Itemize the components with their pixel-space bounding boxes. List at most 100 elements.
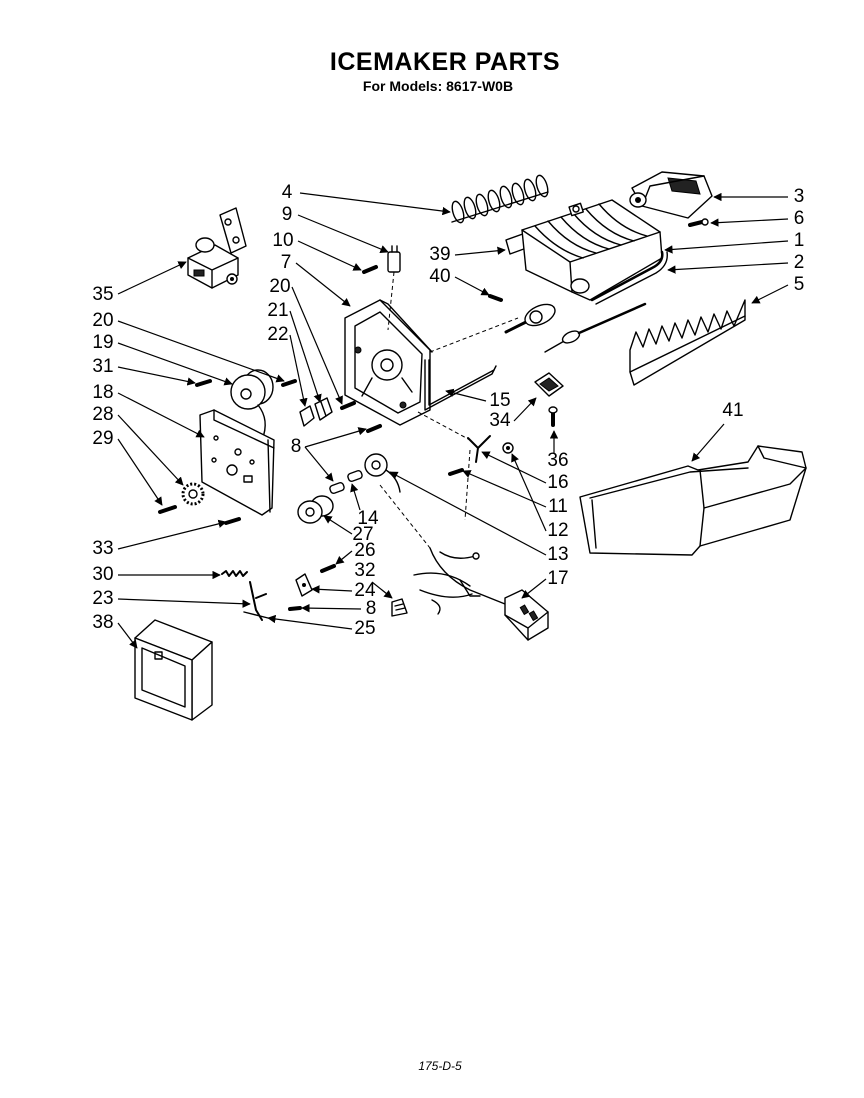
page-title: ICEMAKER PARTS — [330, 48, 560, 76]
part-9-switch-drawing — [387, 245, 401, 273]
callout-label: 20 — [92, 310, 113, 331]
leader-line-29 — [117, 438, 163, 506]
callout-label: 29 — [92, 428, 113, 449]
callout-label: 8 — [291, 436, 302, 457]
callout-label: 26 — [354, 540, 375, 561]
part-26-screw-drawing — [320, 564, 336, 573]
leader-line-18 — [117, 392, 205, 438]
callout-label: 2 — [794, 252, 805, 273]
part-32-knob-drawing — [391, 598, 408, 617]
part-29-screw-drawing — [158, 505, 177, 514]
leader-line-17 — [521, 578, 547, 599]
part-15-bail-arm-drawing — [424, 359, 497, 411]
part-17-wiring-harness-drawing — [413, 547, 549, 641]
leader-line-5 — [751, 284, 789, 304]
part-8-middle-screw-drawing — [366, 424, 382, 433]
leader-line-8-a — [304, 446, 334, 482]
part-10-screw-drawing — [362, 265, 378, 274]
part-25-rod-drawing — [243, 611, 269, 619]
leader-line-27 — [323, 515, 353, 535]
leader-line-16 — [481, 451, 547, 484]
callout-label: 30 — [92, 564, 113, 585]
part-1-mold-drawing — [521, 199, 663, 301]
part-36-screw-drawing — [548, 406, 558, 427]
leader-line-23 — [117, 598, 251, 608]
part-8-lower-screw-drawing — [288, 606, 302, 611]
leader-line-35 — [117, 261, 187, 295]
leader-line-12 — [511, 453, 547, 532]
page-footer-code: 175-D-5 — [418, 1059, 462, 1073]
part-19-motor-drawing — [230, 369, 274, 441]
callout-label: 33 — [92, 538, 113, 559]
part-14-bushing-drawing — [347, 469, 363, 483]
leader-line-6 — [710, 218, 789, 227]
callout-label: 5 — [794, 274, 805, 295]
callout-label: 7 — [281, 252, 292, 273]
part-6-screw-drawing — [688, 218, 709, 227]
part-5-stripper-drawing — [629, 299, 746, 386]
part-7-housing-drawing — [344, 299, 433, 426]
leader-line-32 — [371, 581, 393, 599]
leader-line-9 — [297, 214, 389, 254]
callout-label: 36 — [547, 450, 568, 471]
leader-line-31 — [117, 366, 196, 386]
leader-line-2 — [667, 262, 789, 274]
leader-line-22 — [289, 334, 308, 407]
leader-line-28 — [117, 414, 184, 486]
part-28-gear-drawing — [181, 482, 205, 506]
callout-label: 38 — [92, 612, 113, 633]
callout-label: 3 — [794, 186, 805, 207]
callout-label: 23 — [92, 588, 113, 609]
callout-label: 8 — [366, 598, 377, 619]
callout-label: 41 — [722, 400, 743, 421]
callout-label: 28 — [92, 404, 113, 425]
leader-line-14 — [350, 483, 361, 511]
callout-label: 24 — [354, 580, 376, 601]
callout-label: 31 — [92, 356, 113, 377]
leader-line-7 — [295, 262, 351, 307]
part-41-ice-bin-drawing — [579, 445, 807, 556]
leader-line-41 — [691, 423, 725, 462]
leader-line-34 — [513, 397, 537, 422]
callout-label: 13 — [547, 544, 568, 565]
part-8-pin-drawing — [329, 481, 345, 495]
callout-label: 10 — [272, 230, 293, 251]
leader-lines — [117, 192, 789, 649]
callout-labels: 4 3 9 6 10 1 39 7 2 40 5 35 20 21 20 22 … — [92, 182, 804, 639]
thermostat-drawing — [504, 303, 556, 334]
callout-label: 21 — [267, 300, 288, 321]
leader-line-24 — [311, 585, 353, 594]
assembly-lines — [379, 271, 519, 549]
part-30-spring-drawing — [221, 570, 248, 577]
part-21-bracket-drawing — [314, 397, 333, 421]
callout-label: 12 — [547, 520, 568, 541]
part-22-lever-drawing — [299, 405, 315, 427]
leader-line-4 — [299, 192, 451, 216]
callout-label: 35 — [92, 284, 113, 305]
leader-line-10 — [297, 240, 362, 271]
callout-label: 39 — [429, 244, 450, 265]
part-20-screw-drawing — [281, 379, 297, 387]
leader-line-38 — [117, 622, 138, 649]
leader-line-40 — [454, 276, 490, 296]
callout-label: 32 — [354, 560, 375, 581]
leader-line-20 — [117, 320, 285, 383]
leader-line-1 — [664, 240, 789, 254]
leader-line-20-upper — [291, 286, 343, 405]
callout-label: 16 — [547, 472, 568, 493]
leader-line-8-b — [304, 427, 367, 448]
part-3-bracket-drawing — [629, 171, 713, 219]
leader-line-13 — [389, 471, 547, 556]
part-34-bracket-drawing — [534, 372, 564, 397]
leader-line-8-lower — [301, 603, 362, 613]
callout-label: 11 — [548, 496, 568, 517]
part-2-heater-rod-drawing — [590, 250, 668, 305]
part-13-cutout-drawing — [364, 453, 401, 493]
leader-line-15 — [445, 388, 487, 402]
leader-line-39 — [454, 246, 506, 256]
callout-label: 25 — [354, 618, 375, 639]
callout-label: 15 — [489, 390, 510, 411]
part-35-water-valve-drawing — [187, 207, 247, 289]
callout-label: 34 — [489, 410, 511, 431]
callout-label: 1 — [794, 230, 805, 251]
